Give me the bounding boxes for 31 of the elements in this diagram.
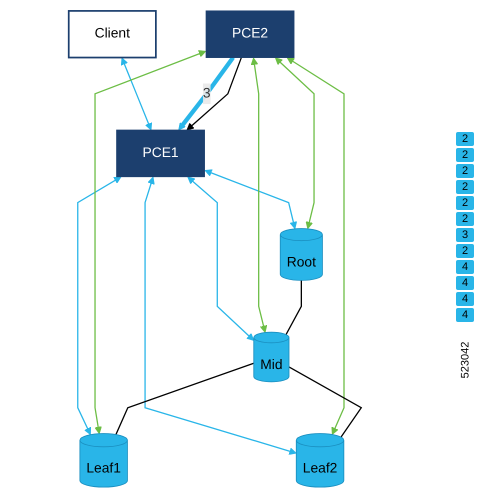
arrow <box>204 168 298 229</box>
step-number: 3 <box>456 228 474 242</box>
connector <box>285 280 302 334</box>
step-number: 4 <box>456 276 474 290</box>
step-number: 2 <box>456 132 474 146</box>
arrow <box>144 176 297 454</box>
arrow <box>250 57 268 332</box>
step-number: 2 <box>456 164 474 178</box>
node-box: PCE1 <box>116 129 205 177</box>
step-number: 2 <box>456 212 474 226</box>
arrow <box>187 176 254 340</box>
step-number: 4 <box>456 260 474 274</box>
arrow <box>178 56 235 130</box>
arrow <box>286 56 345 434</box>
figure-number: 523042 <box>459 341 471 378</box>
arrow <box>77 176 122 435</box>
arrow <box>94 50 206 434</box>
arrow <box>275 56 315 229</box>
node-box: PCE2 <box>206 10 294 58</box>
step-number: 2 <box>456 148 474 162</box>
step-number: 4 <box>456 308 474 322</box>
node-box: Client <box>68 10 157 58</box>
step-number: 4 <box>456 292 474 306</box>
arrow <box>186 56 242 130</box>
arrow <box>120 57 152 130</box>
connector <box>115 362 254 434</box>
step-number: 2 <box>456 244 474 258</box>
step-number: 2 <box>456 196 474 210</box>
connector <box>288 366 362 437</box>
edge-label: 3 <box>202 86 211 100</box>
step-number: 2 <box>456 180 474 194</box>
